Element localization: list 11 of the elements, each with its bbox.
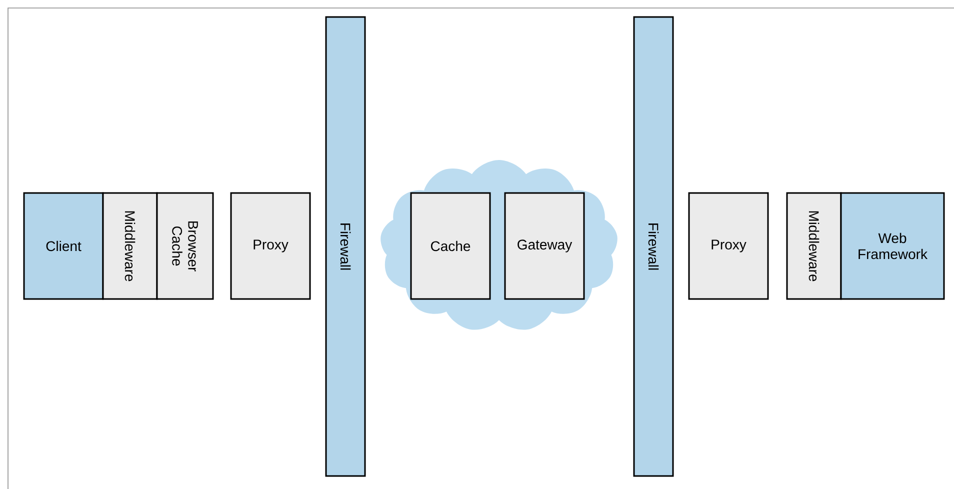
client-box: Client xyxy=(23,192,104,300)
gateway-box: Gateway xyxy=(504,192,585,300)
cache-box: Cache xyxy=(410,192,491,300)
proxy-box: Proxy xyxy=(230,192,311,300)
middleware-box: Middleware xyxy=(102,192,158,300)
framework-box: Web Framework xyxy=(840,192,945,300)
middleware-box: Middleware xyxy=(786,192,842,300)
cache-box: Browser Cache xyxy=(156,192,214,300)
firewall-bar: Firewall xyxy=(633,16,674,477)
firewall-bar: Firewall xyxy=(325,16,366,477)
proxy-box: Proxy xyxy=(688,192,769,300)
